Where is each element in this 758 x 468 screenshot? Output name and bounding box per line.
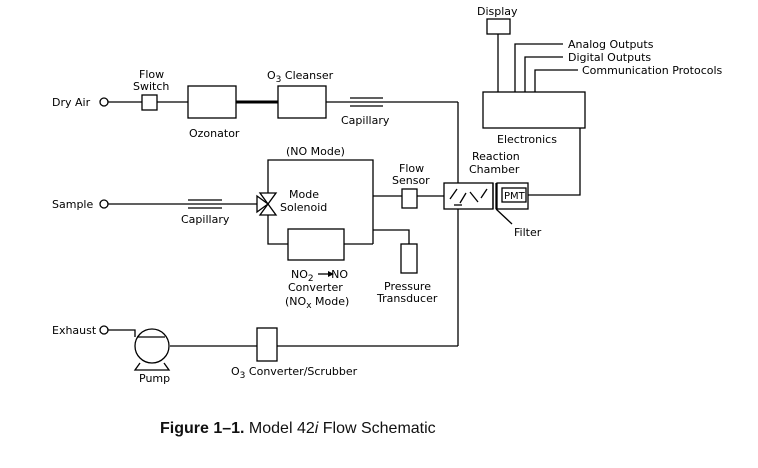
flow-sensor-label-1: Flow — [399, 162, 424, 175]
display-box — [486, 18, 511, 35]
pump-label: Pump — [139, 372, 170, 385]
flow-switch-label-1: Flow — [139, 68, 164, 81]
figure-caption: Figure 1–1. Model 42i Flow Schematic — [160, 420, 436, 438]
flow-sensor-label-2: Sensor — [392, 174, 430, 187]
reaction-chamber-hatch — [449, 188, 488, 206]
o3-cleanser-box — [277, 85, 327, 119]
mode-solenoid-label-2: Solenoid — [280, 201, 327, 214]
nox-mode-line — [267, 215, 288, 245]
exhaust-label: Exhaust — [52, 324, 97, 337]
communication-line — [534, 69, 578, 92]
sample-label: Sample — [52, 198, 93, 211]
filter-label: Filter — [514, 226, 542, 239]
communication-protocols-label: Communication Protocols — [582, 64, 723, 77]
exhaust-outlet — [99, 325, 109, 335]
electronics-label: Electronics — [497, 133, 557, 146]
display-label: Display — [477, 5, 518, 18]
o3-converter-label: O3 Converter/Scrubber — [231, 365, 358, 381]
figure-model-suffix: i — [314, 420, 319, 437]
mode-solenoid-valve — [256, 192, 278, 216]
o3-converter-box — [256, 327, 278, 362]
mode-solenoid-label-1: Mode — [289, 188, 319, 201]
reaction-chamber-label-2: Chamber — [469, 163, 520, 176]
no2-converter-box — [287, 228, 345, 261]
ozonator-box — [187, 85, 237, 119]
pump-to-exhaust-line — [108, 329, 136, 337]
analog-outputs-line — [514, 43, 563, 92]
pressure-label-2: Transducer — [376, 292, 438, 305]
sample-inlet — [99, 199, 109, 209]
dry-air-inlet — [99, 97, 109, 107]
digital-outputs-label: Digital Outputs — [568, 51, 651, 64]
analog-outputs-label: Analog Outputs — [568, 38, 654, 51]
ozonator-label: Ozonator — [189, 127, 240, 140]
pressure-label-1: Pressure — [384, 280, 431, 293]
converter-label-1: NO2 NO — [291, 268, 348, 284]
pmt-inner-box — [501, 187, 527, 203]
pump-symbol — [133, 328, 171, 371]
pressure-tap-line — [373, 229, 410, 244]
capillary-top-label: Capillary — [341, 114, 390, 127]
pressure-transducer-box — [400, 243, 418, 274]
digital-outputs-line — [524, 56, 563, 92]
reaction-chamber-label-1: Reaction — [472, 150, 520, 163]
converter-arrow — [318, 271, 334, 277]
o3-cleanser-label: O3 Cleanser — [267, 69, 334, 85]
converter-label-2: Converter — [288, 281, 343, 294]
figure-number: Figure 1–1. — [160, 420, 245, 437]
figure-text-before: Model 42 — [244, 420, 315, 437]
converter-label-3: (NOx Mode) — [285, 295, 349, 311]
no-mode-label: (NO Mode) — [286, 145, 345, 158]
pmt-label: PMT — [504, 191, 526, 202]
filter-pointer — [495, 208, 513, 225]
electronics-pmt-line — [528, 128, 581, 196]
capillary-sample-label: Capillary — [181, 213, 230, 226]
electronics-box — [482, 91, 586, 129]
flow-sensor-box — [401, 188, 418, 209]
dry-air-label: Dry Air — [52, 96, 91, 109]
flow-switch-label-2: Switch — [133, 80, 169, 93]
flow-switch-box — [141, 94, 158, 111]
figure-text-after: Flow Schematic — [318, 420, 436, 437]
no-mode-line — [267, 159, 374, 244]
